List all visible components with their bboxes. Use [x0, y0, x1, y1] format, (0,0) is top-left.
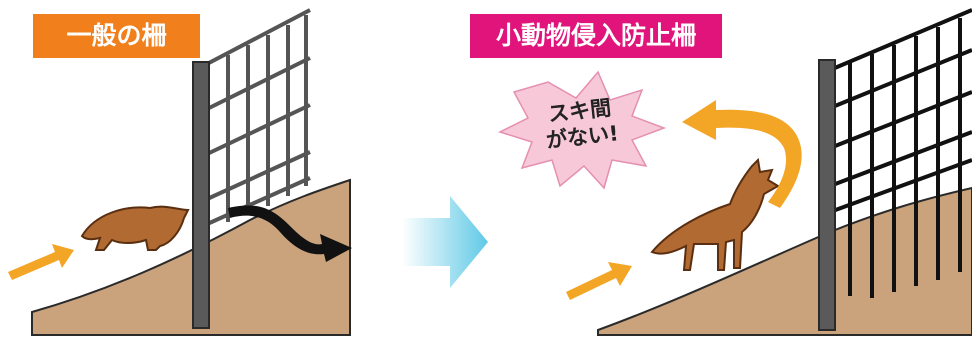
left-ground	[31, 178, 351, 336]
left-arrow-right-icon	[8, 244, 74, 280]
burst-shape	[498, 70, 667, 190]
panel-label-general-fence: 一般の柵	[33, 14, 200, 58]
curved-arrow-back-icon	[682, 100, 802, 208]
panel-label-small-animal-fence: 小動物侵入防止柵	[470, 14, 722, 58]
curved-arrow-icon	[228, 205, 352, 262]
left-panel	[8, 8, 352, 336]
right-fox-icon	[650, 157, 780, 271]
left-fence-post	[192, 61, 210, 329]
chevron-right-icon	[402, 196, 488, 288]
left-fox-icon	[80, 205, 190, 251]
right-fence-icon	[829, 8, 972, 298]
right-panel	[498, 8, 972, 336]
right-fence-post	[818, 59, 836, 331]
right-arrow-right-icon	[566, 262, 632, 300]
left-fence-icon	[204, 8, 311, 227]
